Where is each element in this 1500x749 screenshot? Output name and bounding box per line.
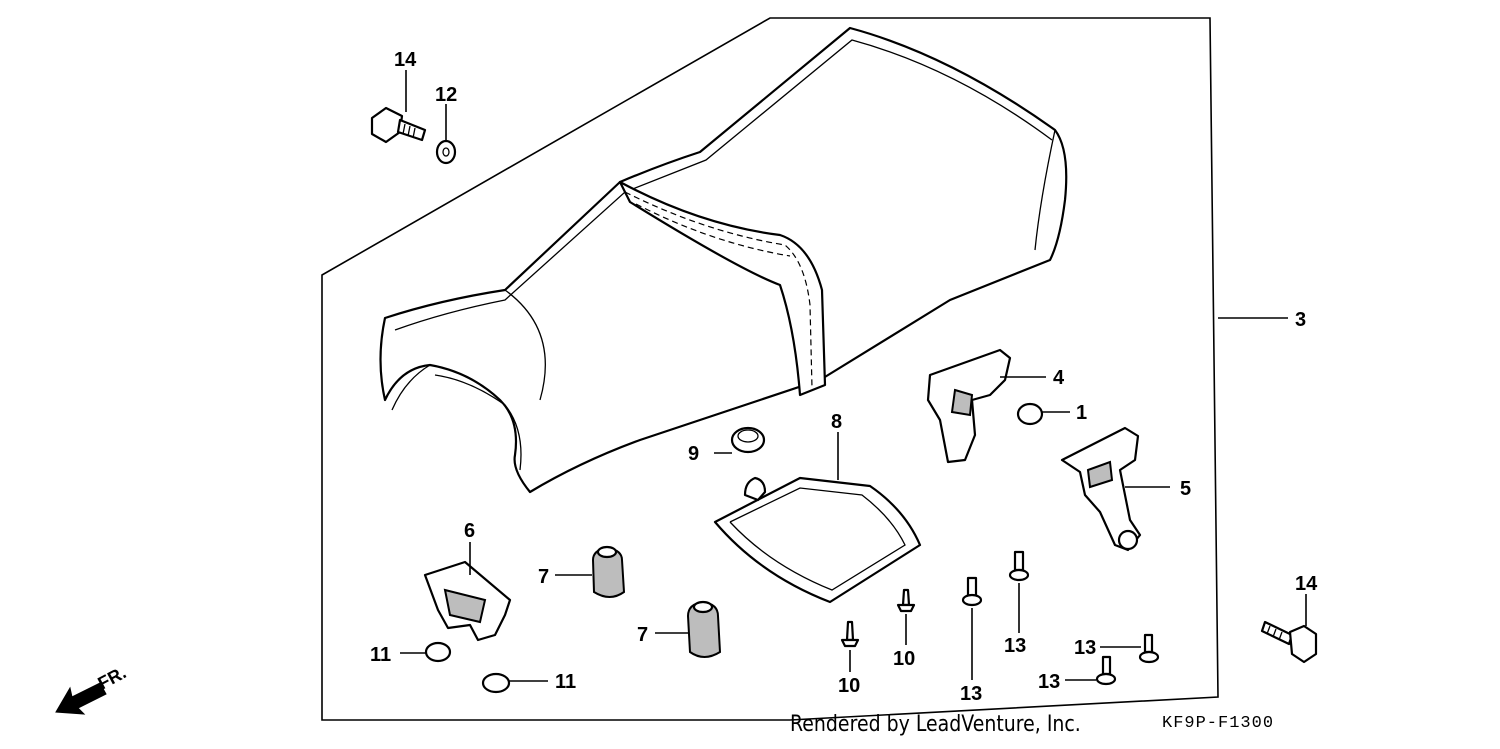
callout-10-right: 10 [893, 648, 915, 670]
callout-7-upper: 7 [538, 566, 549, 588]
callout-9: 9 [688, 443, 699, 465]
diagram-code: KF9P-F1300 [1162, 714, 1275, 733]
callout-5: 5 [1180, 478, 1191, 500]
callout-14-top: 14 [394, 49, 417, 71]
screw-10-a [840, 620, 860, 648]
bracket-5 [1060, 426, 1142, 552]
nut-11-b [481, 672, 511, 694]
callout-1: 1 [1076, 402, 1087, 424]
tray-8 [713, 476, 922, 604]
callout-13-a: 13 [1004, 635, 1026, 657]
washer-12 [435, 139, 457, 165]
screw-13-b [1008, 550, 1030, 582]
bolt-14-top [370, 106, 427, 144]
leader-lines [400, 70, 1307, 682]
callout-4: 4 [1053, 367, 1065, 389]
seat-assembly [379, 26, 1068, 494]
callout-3: 3 [1295, 309, 1306, 331]
bracket-4 [926, 348, 1012, 464]
screw-10-b [896, 588, 916, 613]
screw-13-d [1095, 655, 1117, 686]
damper-7-a [591, 545, 626, 598]
callout-6: 6 [464, 520, 475, 542]
callout-8: 8 [831, 411, 842, 433]
callout-14-right: 14 [1295, 573, 1318, 595]
nut-11-a [424, 641, 452, 663]
bolt-14-right [1260, 620, 1318, 664]
callout-13-b: 13 [1074, 637, 1096, 659]
callout-12: 12 [435, 84, 457, 106]
callout-11-right: 11 [555, 671, 576, 693]
callout-13-c: 13 [1038, 671, 1060, 693]
bracket-6 [423, 560, 512, 642]
screw-13-c [1138, 633, 1160, 664]
callout-11-left: 11 [370, 644, 391, 666]
damper-7-b [686, 600, 722, 658]
front-direction-arrow-icon: FR. [55, 662, 129, 715]
callout-13-d: 13 [960, 683, 982, 705]
callout-10-left: 10 [838, 675, 860, 697]
rubber-1 [1016, 402, 1044, 426]
grommet-9 [730, 426, 766, 454]
assembly-boundary [321, 17, 1219, 721]
callout-7-lower: 7 [637, 624, 648, 646]
screw-13-a [961, 576, 983, 607]
render-credit: Rendered by LeadVenture, Inc. [790, 712, 1081, 737]
